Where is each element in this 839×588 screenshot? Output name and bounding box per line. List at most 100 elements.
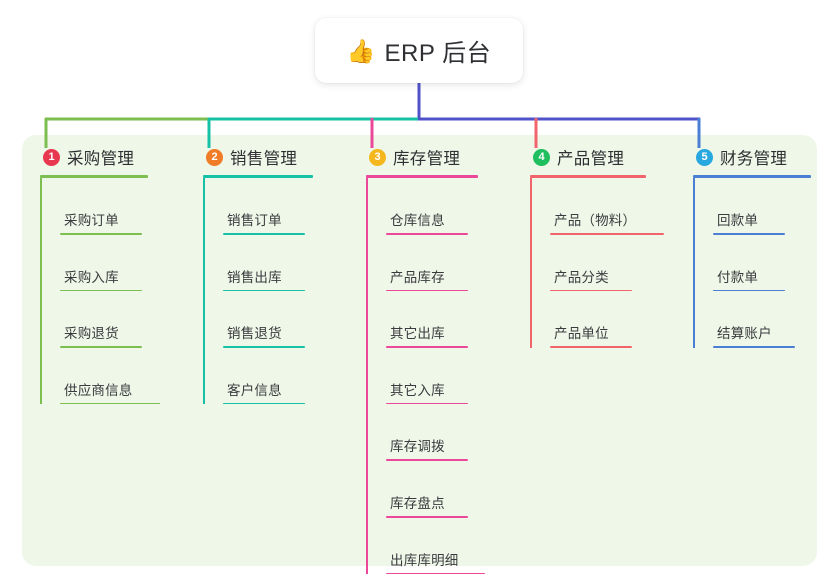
leaf-node-body: 产品分类 [550, 235, 690, 290]
branch-column-1[interactable]: 1 采购管理采购订单采购入库采购退货供应商信息 [40, 145, 190, 405]
leaf-node[interactable]: 采购退货 [60, 291, 190, 348]
branch-underline [203, 175, 313, 178]
branch-title: 产品管理 [557, 150, 625, 168]
leaf-node-label: 产品库存 [390, 269, 445, 285]
branch-underline [40, 175, 148, 178]
leaf-node-label: 产品单位 [554, 326, 609, 342]
leaf-node-underline [550, 289, 632, 292]
leaf-node-label: 销售退货 [227, 326, 282, 342]
leaf-node-body: 供应商信息 [60, 348, 190, 403]
leaf-node-underline [550, 233, 664, 235]
diagram-background-panel [22, 135, 817, 566]
leaf-node[interactable]: 供应商信息 [60, 348, 190, 405]
leaf-node[interactable]: 采购入库 [60, 235, 190, 292]
branch-leaf-list: 销售订单销售出库销售退货客户信息 [203, 178, 353, 405]
leaf-node[interactable]: 出库库明细 [386, 518, 516, 575]
leaf-node-underline [386, 402, 468, 405]
leaf-node-body: 销售出库 [223, 235, 353, 290]
leaf-node[interactable]: 产品（物料） [550, 178, 690, 235]
leaf-node-label: 销售订单 [227, 213, 282, 228]
leaf-node-body: 产品库存 [386, 235, 516, 290]
branch-title: 库存管理 [393, 150, 461, 168]
leaf-node[interactable]: 销售退货 [223, 291, 353, 348]
leaf-node-body: 采购订单 [60, 178, 190, 233]
leaf-node-label: 产品（物料） [554, 213, 637, 228]
leaf-node[interactable]: 采购订单 [60, 178, 190, 235]
leaf-node[interactable]: 客户信息 [223, 348, 353, 405]
leaf-node[interactable]: 产品库存 [386, 235, 516, 292]
branch-title: 销售管理 [230, 150, 298, 168]
branch-underline [530, 175, 646, 178]
branch-leaf-list: 仓库信息产品库存其它出库其它入库库存调拨库存盘点出库库明细 [366, 178, 516, 575]
branch-title: 采购管理 [67, 150, 135, 168]
branch-title: 财务管理 [720, 150, 788, 168]
branch-header-5[interactable]: 5 财务管理 [693, 145, 839, 169]
leaf-node[interactable]: 库存盘点 [386, 461, 516, 518]
leaf-node[interactable]: 其它入库 [386, 348, 516, 405]
leaf-node-body: 结算账户 [713, 291, 839, 346]
leaf-node-label: 客户信息 [227, 382, 282, 398]
leaf-node-underline [223, 233, 305, 235]
leaf-node[interactable]: 其它出库 [386, 291, 516, 348]
leaf-node-body: 采购退货 [60, 291, 190, 346]
leaf-node-body: 其它出库 [386, 291, 516, 346]
leaf-node-label: 采购入库 [64, 269, 119, 285]
leaf-node-underline [386, 459, 468, 461]
leaf-node-body: 付款单 [713, 235, 839, 290]
branch-header-1[interactable]: 1 采购管理 [40, 145, 190, 169]
branch-header-2[interactable]: 2 销售管理 [203, 145, 353, 169]
root-node-label: ERP 后台 [384, 40, 492, 67]
leaf-node-label: 结算账户 [717, 326, 772, 342]
thumbs-up-icon: 👍 [346, 38, 376, 64]
leaf-node[interactable]: 产品分类 [550, 235, 690, 292]
leaf-node-label: 回款单 [717, 213, 759, 228]
leaf-node-label: 出库库明细 [390, 552, 459, 568]
leaf-node-underline [386, 515, 468, 518]
leaf-node-label: 付款单 [717, 269, 759, 285]
leaf-node-body: 出库库明细 [386, 518, 516, 573]
leaf-node-underline [386, 346, 468, 348]
leaf-node-underline [550, 346, 632, 348]
leaf-node-label: 其它出库 [390, 326, 445, 342]
leaf-node[interactable]: 产品单位 [550, 291, 690, 348]
leaf-node-label: 采购订单 [64, 213, 119, 228]
branch-column-2[interactable]: 2 销售管理销售订单销售出库销售退货客户信息 [203, 145, 353, 405]
leaf-node-underline [223, 289, 305, 292]
leaf-node[interactable]: 销售出库 [223, 235, 353, 292]
leaf-node-body: 仓库信息 [386, 178, 516, 233]
leaf-node-label: 库存调拨 [390, 439, 445, 455]
root-node[interactable]: 👍 ERP 后台 [315, 18, 523, 83]
branch-number-badge: 1 [43, 148, 60, 166]
leaf-node[interactable]: 仓库信息 [386, 178, 516, 235]
leaf-node-label: 其它入库 [390, 382, 445, 398]
leaf-node[interactable]: 回款单 [713, 178, 839, 235]
leaf-node[interactable]: 结算账户 [713, 291, 839, 348]
leaf-node-underline [60, 289, 142, 292]
branch-number-badge: 5 [696, 148, 713, 166]
leaf-node-body: 销售退货 [223, 291, 353, 346]
leaf-node-underline [60, 346, 142, 348]
root-node-content: 👍 ERP 后台 [347, 33, 491, 68]
leaf-node[interactable]: 库存调拨 [386, 404, 516, 461]
leaf-node-body: 其它入库 [386, 348, 516, 403]
leaf-node[interactable]: 付款单 [713, 235, 839, 292]
leaf-node-underline [386, 572, 485, 575]
leaf-node-body: 产品（物料） [550, 178, 690, 233]
leaf-node-underline [60, 402, 160, 405]
leaf-node-label: 采购退货 [64, 326, 119, 342]
branch-underline [366, 175, 478, 178]
leaf-node-underline [223, 346, 305, 348]
branch-number-badge: 2 [206, 148, 223, 166]
branch-column-5[interactable]: 5 财务管理回款单付款单结算账户 [693, 145, 839, 348]
leaf-node[interactable]: 销售订单 [223, 178, 353, 235]
branch-leaf-list: 采购订单采购入库采购退货供应商信息 [40, 178, 190, 405]
leaf-node-label: 库存盘点 [390, 495, 445, 511]
leaf-node-label: 供应商信息 [64, 382, 133, 398]
leaf-node-label: 仓库信息 [390, 213, 445, 228]
leaf-node-label: 销售出库 [227, 269, 282, 285]
